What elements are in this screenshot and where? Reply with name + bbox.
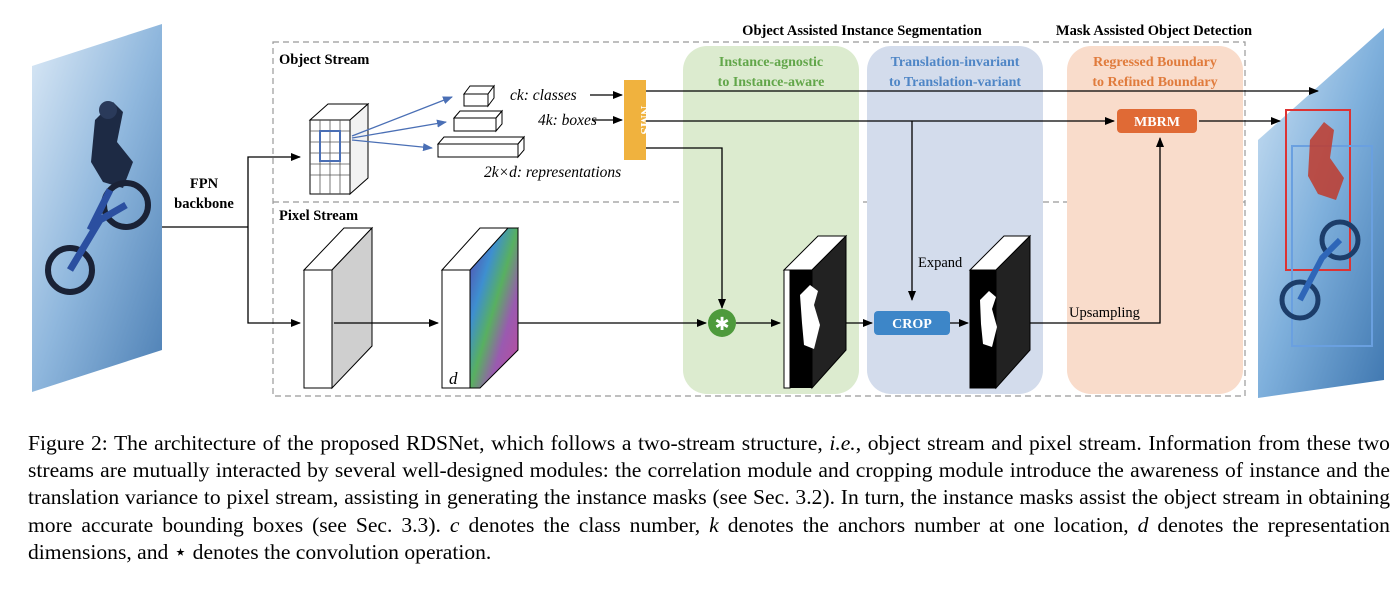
convolution-star-glyph: ✱ [714, 314, 729, 335]
crop-label: CROP [892, 317, 932, 332]
crop-block [874, 311, 950, 335]
figure-caption: Figure 2: The architecture of the propos… [28, 430, 1390, 566]
blue-title-1: Translation-invariant [891, 55, 1020, 70]
expand-label: Expand [918, 255, 963, 271]
output-image [1258, 28, 1384, 398]
caption-ie: i.e. [829, 431, 856, 455]
orange-title-1: Regressed Boundary [1093, 55, 1217, 70]
header-mask-assisted: Mask Assisted Object Detection [1056, 23, 1252, 39]
mbrm-block [1117, 109, 1197, 133]
header-object-assisted: Object Assisted Instance Segmentation [742, 23, 982, 39]
caption-part-7: denotes the anchors number at one locati… [718, 512, 1138, 537]
pixel-stream-label: Pixel Stream [279, 208, 358, 224]
cropped-mask-maps [968, 234, 1032, 390]
upsampling-label: Upsampling [1069, 305, 1140, 321]
d-label: d [449, 369, 458, 388]
caption-part-9: denotes the representation dimensions, a… [28, 512, 1390, 564]
caption-part-5: denotes the class number, [459, 512, 710, 537]
orange-title-2: to Refined Boundary [1092, 75, 1217, 90]
object-feature-map [308, 102, 370, 196]
architecture-figure: Object Assisted Instance Segmentation Ma… [32, 23, 1384, 398]
convolution-star-icon [708, 309, 736, 337]
pixel-representation-map [440, 227, 520, 389]
input-image [32, 24, 162, 392]
green-title-2: to Instance-aware [718, 75, 825, 90]
pixel-feature-block [302, 226, 374, 390]
object-stream-label: Object Stream [279, 52, 369, 68]
backbone-connectors [162, 153, 301, 327]
boxes-box [452, 109, 504, 133]
caption-c: c [449, 512, 460, 537]
green-title-1: Instance-agnostic [719, 55, 823, 70]
fpn-label-2: backbone [174, 196, 234, 212]
caption-part-1: Figure 2: The architecture of the propos… [28, 431, 830, 455]
representations-label: 2k×d: representations [484, 164, 621, 181]
representations-box [436, 135, 526, 159]
mbrm-label: MBRM [1134, 115, 1180, 130]
nms-block [624, 80, 646, 160]
classes-label: ck: classes [510, 87, 577, 104]
caption-d: d [1137, 512, 1149, 537]
fpn-label-1: FPN [190, 176, 219, 192]
instance-aware-maps [782, 234, 848, 390]
orange-panel [1067, 46, 1243, 394]
head-arrows [351, 96, 453, 152]
blue-title-2: to Translation-variant [889, 75, 1021, 90]
nms-label: NMS [638, 106, 653, 135]
to-nms-arrows [590, 91, 623, 124]
caption-k: k [709, 512, 719, 537]
streams-container [272, 41, 1246, 397]
boxes-label: 4k: boxes [538, 112, 597, 129]
caption-part-3: , object stream and pixel stream. Inform… [28, 431, 1390, 537]
classes-box [463, 84, 495, 108]
routing-lines [646, 87, 1319, 324]
